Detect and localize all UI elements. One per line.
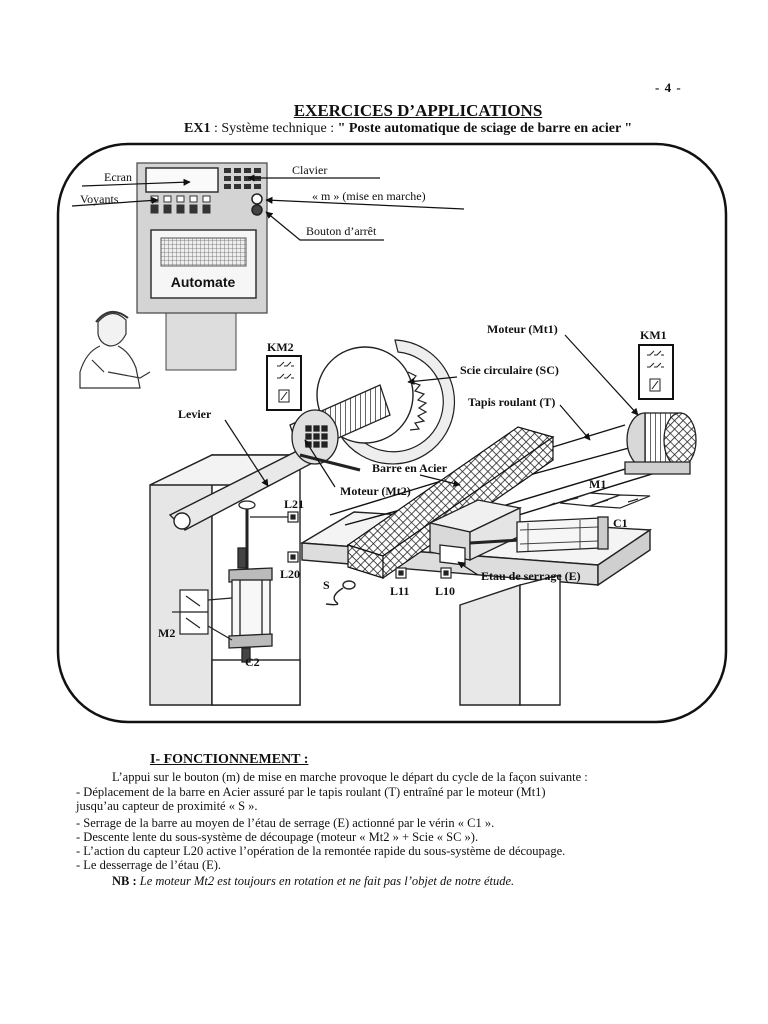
plc-terminals [160, 237, 247, 267]
step-item: - Descente lente du sous-système de déco… [76, 830, 479, 844]
label-moteur-mt1: Moteur (Mt1) [487, 322, 558, 336]
step-item: - Serrage de la barre au moyen de l’étau… [76, 816, 495, 830]
plc-automate: Automate [136, 162, 268, 371]
nb-label: NB : [112, 874, 137, 888]
diagram-frame [56, 142, 728, 724]
motor-mt2 [289, 384, 391, 472]
subtitle-middle: : Système technique : [210, 121, 338, 136]
label-m1: M1 [589, 477, 606, 491]
label-barre-acier: Barre en Acier [372, 461, 448, 475]
document-title: EXERCICES D’APPLICATIONS [293, 101, 543, 120]
stop-button [251, 204, 263, 216]
cylinder-c2 [228, 500, 273, 663]
intro-paragraph: L’appui sur le bouton (m) de mise en mar… [112, 770, 588, 784]
nb-text: Le moteur Mt2 est toujours en rotation e… [136, 874, 515, 888]
contactor-km1-box [638, 344, 674, 400]
sensor-l11 [395, 567, 407, 579]
motor-mt1 [624, 412, 697, 475]
valve-m1 [544, 492, 651, 509]
plc-screen [145, 167, 219, 193]
label-clavier: Clavier [292, 163, 327, 177]
label-levier: Levier [178, 407, 212, 421]
step-item: - L’action du capteur L20 active l’opéra… [76, 844, 566, 858]
section-heading: I- FONCTIONNEMENT : [150, 752, 309, 767]
operator-figure [79, 311, 151, 389]
label-voyants: Voyants [80, 192, 119, 206]
sensor-l20 [287, 551, 299, 563]
plc-stand [165, 311, 237, 371]
sensor-l10 [440, 567, 452, 579]
label-l20: L20 [280, 567, 300, 581]
start-button-m [251, 193, 263, 205]
step-item: - Le desserrage de l’étau (E). [76, 858, 222, 872]
label-s: S [323, 578, 330, 592]
page-number: - 4 - [655, 80, 682, 95]
label-bouton-arret: Bouton d’arrêt [306, 224, 377, 238]
label-etau-serrage: Etau de serrage (E) [481, 569, 581, 583]
label-scie-circulaire: Scie circulaire (SC) [460, 363, 559, 377]
sensor-s [325, 580, 356, 606]
label-km2: KM2 [267, 340, 294, 354]
label-km1: KM1 [640, 328, 667, 342]
valve-m2 [172, 589, 233, 641]
system-name: " Poste automatique de sciage de barre e… [337, 121, 633, 136]
label-c1: C1 [613, 516, 628, 530]
step-item: - Déplacement de la barre en Acier assur… [76, 785, 546, 799]
automate-label: Automate [171, 274, 236, 290]
exercise-number: EX1 [184, 121, 211, 136]
label-l11: L11 [390, 584, 409, 598]
label-m2: M2 [158, 626, 175, 640]
label-mise-en-marche: « m » (mise en marche) [312, 189, 426, 203]
sensor-l21 [250, 511, 299, 523]
label-c2: C2 [245, 655, 260, 669]
label-l10: L10 [435, 584, 455, 598]
label-l21: L21 [284, 497, 304, 511]
label-ecran: Ecran [104, 170, 132, 184]
document-subtitle: EX1 : Système technique : " Poste automa… [184, 121, 632, 137]
cylinder-c1 [469, 516, 609, 553]
step-item: jusqu’au capteur de proximité « S ». [76, 799, 258, 813]
label-moteur-mt2: Moteur (Mt2) [340, 484, 411, 498]
label-tapis-roulant: Tapis roulant (T) [468, 395, 555, 409]
nb-note: NB : Le moteur Mt2 est toujours en rotat… [112, 874, 514, 889]
contactor-km2-box [266, 355, 302, 411]
